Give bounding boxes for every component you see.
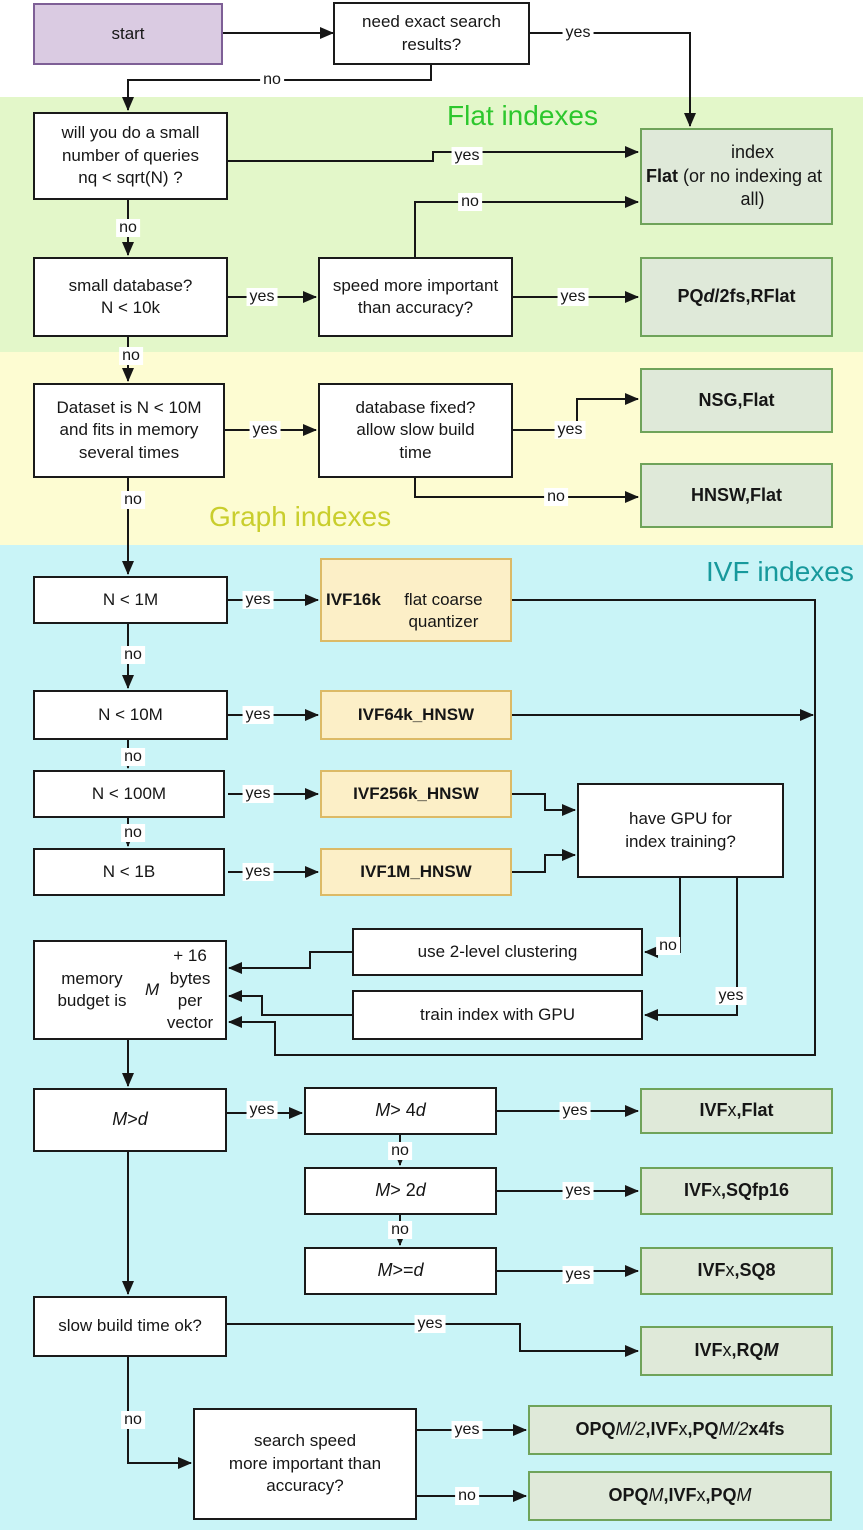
edge-label-no: no xyxy=(455,1487,479,1505)
edge-label-yes: yes xyxy=(451,1421,483,1439)
result-flat-index: Flat index (or no indexing at all) xyxy=(640,128,833,225)
edge-label-no: no xyxy=(121,748,145,766)
node-n-less-1b: N < 1B xyxy=(33,848,225,896)
edge-label-yes: yes xyxy=(242,591,274,609)
node-n-less-100m: N < 100M xyxy=(33,770,225,818)
node-have-gpu: have GPU for index training? xyxy=(577,783,784,878)
edge-label-no: no xyxy=(121,1411,145,1429)
node-database-fixed: database fixed? allow slow build time xyxy=(318,383,513,478)
edge-label-no: no xyxy=(388,1221,412,1239)
node-speed-vs-accuracy: speed more important than accuracy? xyxy=(318,257,513,337)
edge-label-no: no xyxy=(116,219,140,237)
edge-label-no: no xyxy=(260,71,284,89)
node-start: start xyxy=(33,3,223,65)
edge-label-yes: yes xyxy=(562,1266,594,1284)
ivf-indexes-title: IVF indexes xyxy=(706,556,854,587)
edge-label-no: no xyxy=(121,824,145,842)
flat-indexes-title: Flat indexes xyxy=(447,100,598,131)
node-m-greater-equal-d: M >= d xyxy=(304,1247,497,1295)
node-small-number-of-queries: will you do a small number of queries nq… xyxy=(33,112,228,200)
edge-label-yes: yes xyxy=(562,24,594,42)
edge-label-no: no xyxy=(388,1142,412,1160)
node-memory-budget: memory budget is M + 16 bytes per vector xyxy=(33,940,227,1040)
edge-label-yes: yes xyxy=(559,1102,591,1120)
edge-label-yes: yes xyxy=(246,288,278,306)
node-dataset-fits-memory: Dataset is N < 10M and fits in memory se… xyxy=(33,383,225,478)
node-need-exact-search: need exact search results? xyxy=(333,2,530,65)
edge-label-yes: yes xyxy=(242,863,274,881)
result-hnsw-flat: HNSW,Flat xyxy=(640,463,833,528)
edge-label-no: no xyxy=(121,646,145,664)
node-train-index-with-gpu: train index with GPU xyxy=(352,990,643,1040)
node-ivf16k: IVF16k flat coarse quantizer xyxy=(320,558,512,642)
node-ivf64k-hnsw: IVF64k_HNSW xyxy=(320,690,512,740)
edge-label-no: no xyxy=(121,491,145,509)
edge-label-yes: yes xyxy=(557,288,589,306)
edge-label-yes: yes xyxy=(246,1101,278,1119)
edge-label-no: no xyxy=(119,347,143,365)
node-search-speed-vs-accuracy: search speed more important than accurac… xyxy=(193,1408,417,1520)
edge-label-yes: yes xyxy=(242,785,274,803)
edge-label-yes: yes xyxy=(554,421,586,439)
edge-label-yes: yes xyxy=(242,706,274,724)
node-use-2-level-clustering: use 2-level clustering xyxy=(352,928,643,976)
node-n-less-1m: N < 1M xyxy=(33,576,228,624)
edge-label-yes: yes xyxy=(715,987,747,1005)
edge-label-yes: yes xyxy=(414,1315,446,1333)
edge-label-yes: yes xyxy=(562,1182,594,1200)
edge-label-yes: yes xyxy=(451,147,483,165)
result-nsg-flat: NSG,Flat xyxy=(640,368,833,433)
edge-label-no: no xyxy=(544,488,568,506)
edge-label-no: no xyxy=(458,193,482,211)
edge-label-no: no xyxy=(656,937,680,955)
graph-indexes-title: Graph indexes xyxy=(209,501,392,532)
node-ivf256k-hnsw: IVF256k_HNSW xyxy=(320,770,512,818)
node-n-less-10m: N < 10M xyxy=(33,690,228,740)
edge-label-yes: yes xyxy=(249,421,281,439)
node-slow-build-time-ok: slow build time ok? xyxy=(33,1296,227,1357)
node-ivf1m-hnsw: IVF1M_HNSW xyxy=(320,848,512,896)
node-small-database: small database? N < 10k xyxy=(33,257,228,337)
node-m-greater-d: M > d xyxy=(33,1088,227,1152)
